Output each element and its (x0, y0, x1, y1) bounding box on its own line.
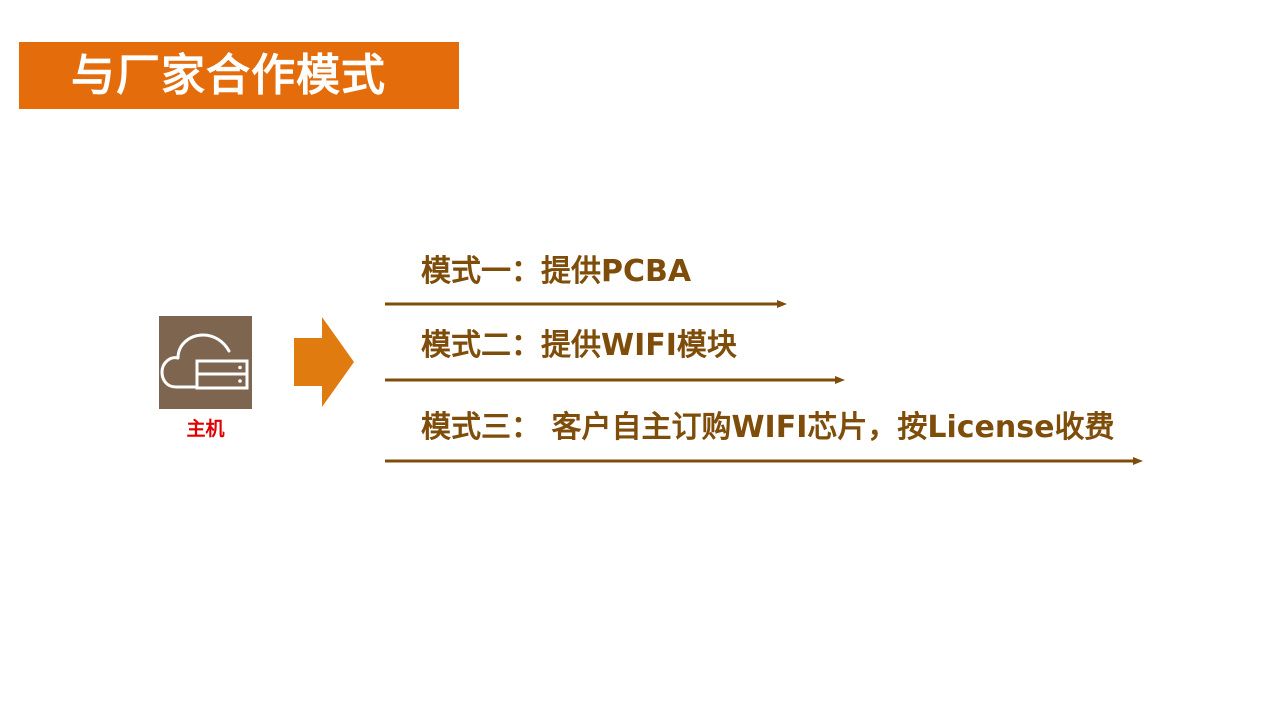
mode-label-1: 模式一：提供PCBA (421, 254, 692, 289)
mode-arrow-2 (385, 376, 845, 384)
mode-label-3: 模式三： 客户自主订购WIFI芯片，按License收费 (421, 410, 1115, 445)
mode-label-2: 模式二：提供WIFI模块 (421, 328, 737, 363)
flow-arrow-icon (294, 317, 354, 407)
mode-arrow-3 (385, 457, 1143, 465)
title-banner: 与厂家合作模式 (19, 42, 459, 109)
mode-arrow-1 (385, 300, 787, 308)
host-label: 主机 (186, 418, 225, 440)
cloud-server-icon (159, 316, 252, 409)
page-title: 与厂家合作模式 (71, 50, 386, 101)
